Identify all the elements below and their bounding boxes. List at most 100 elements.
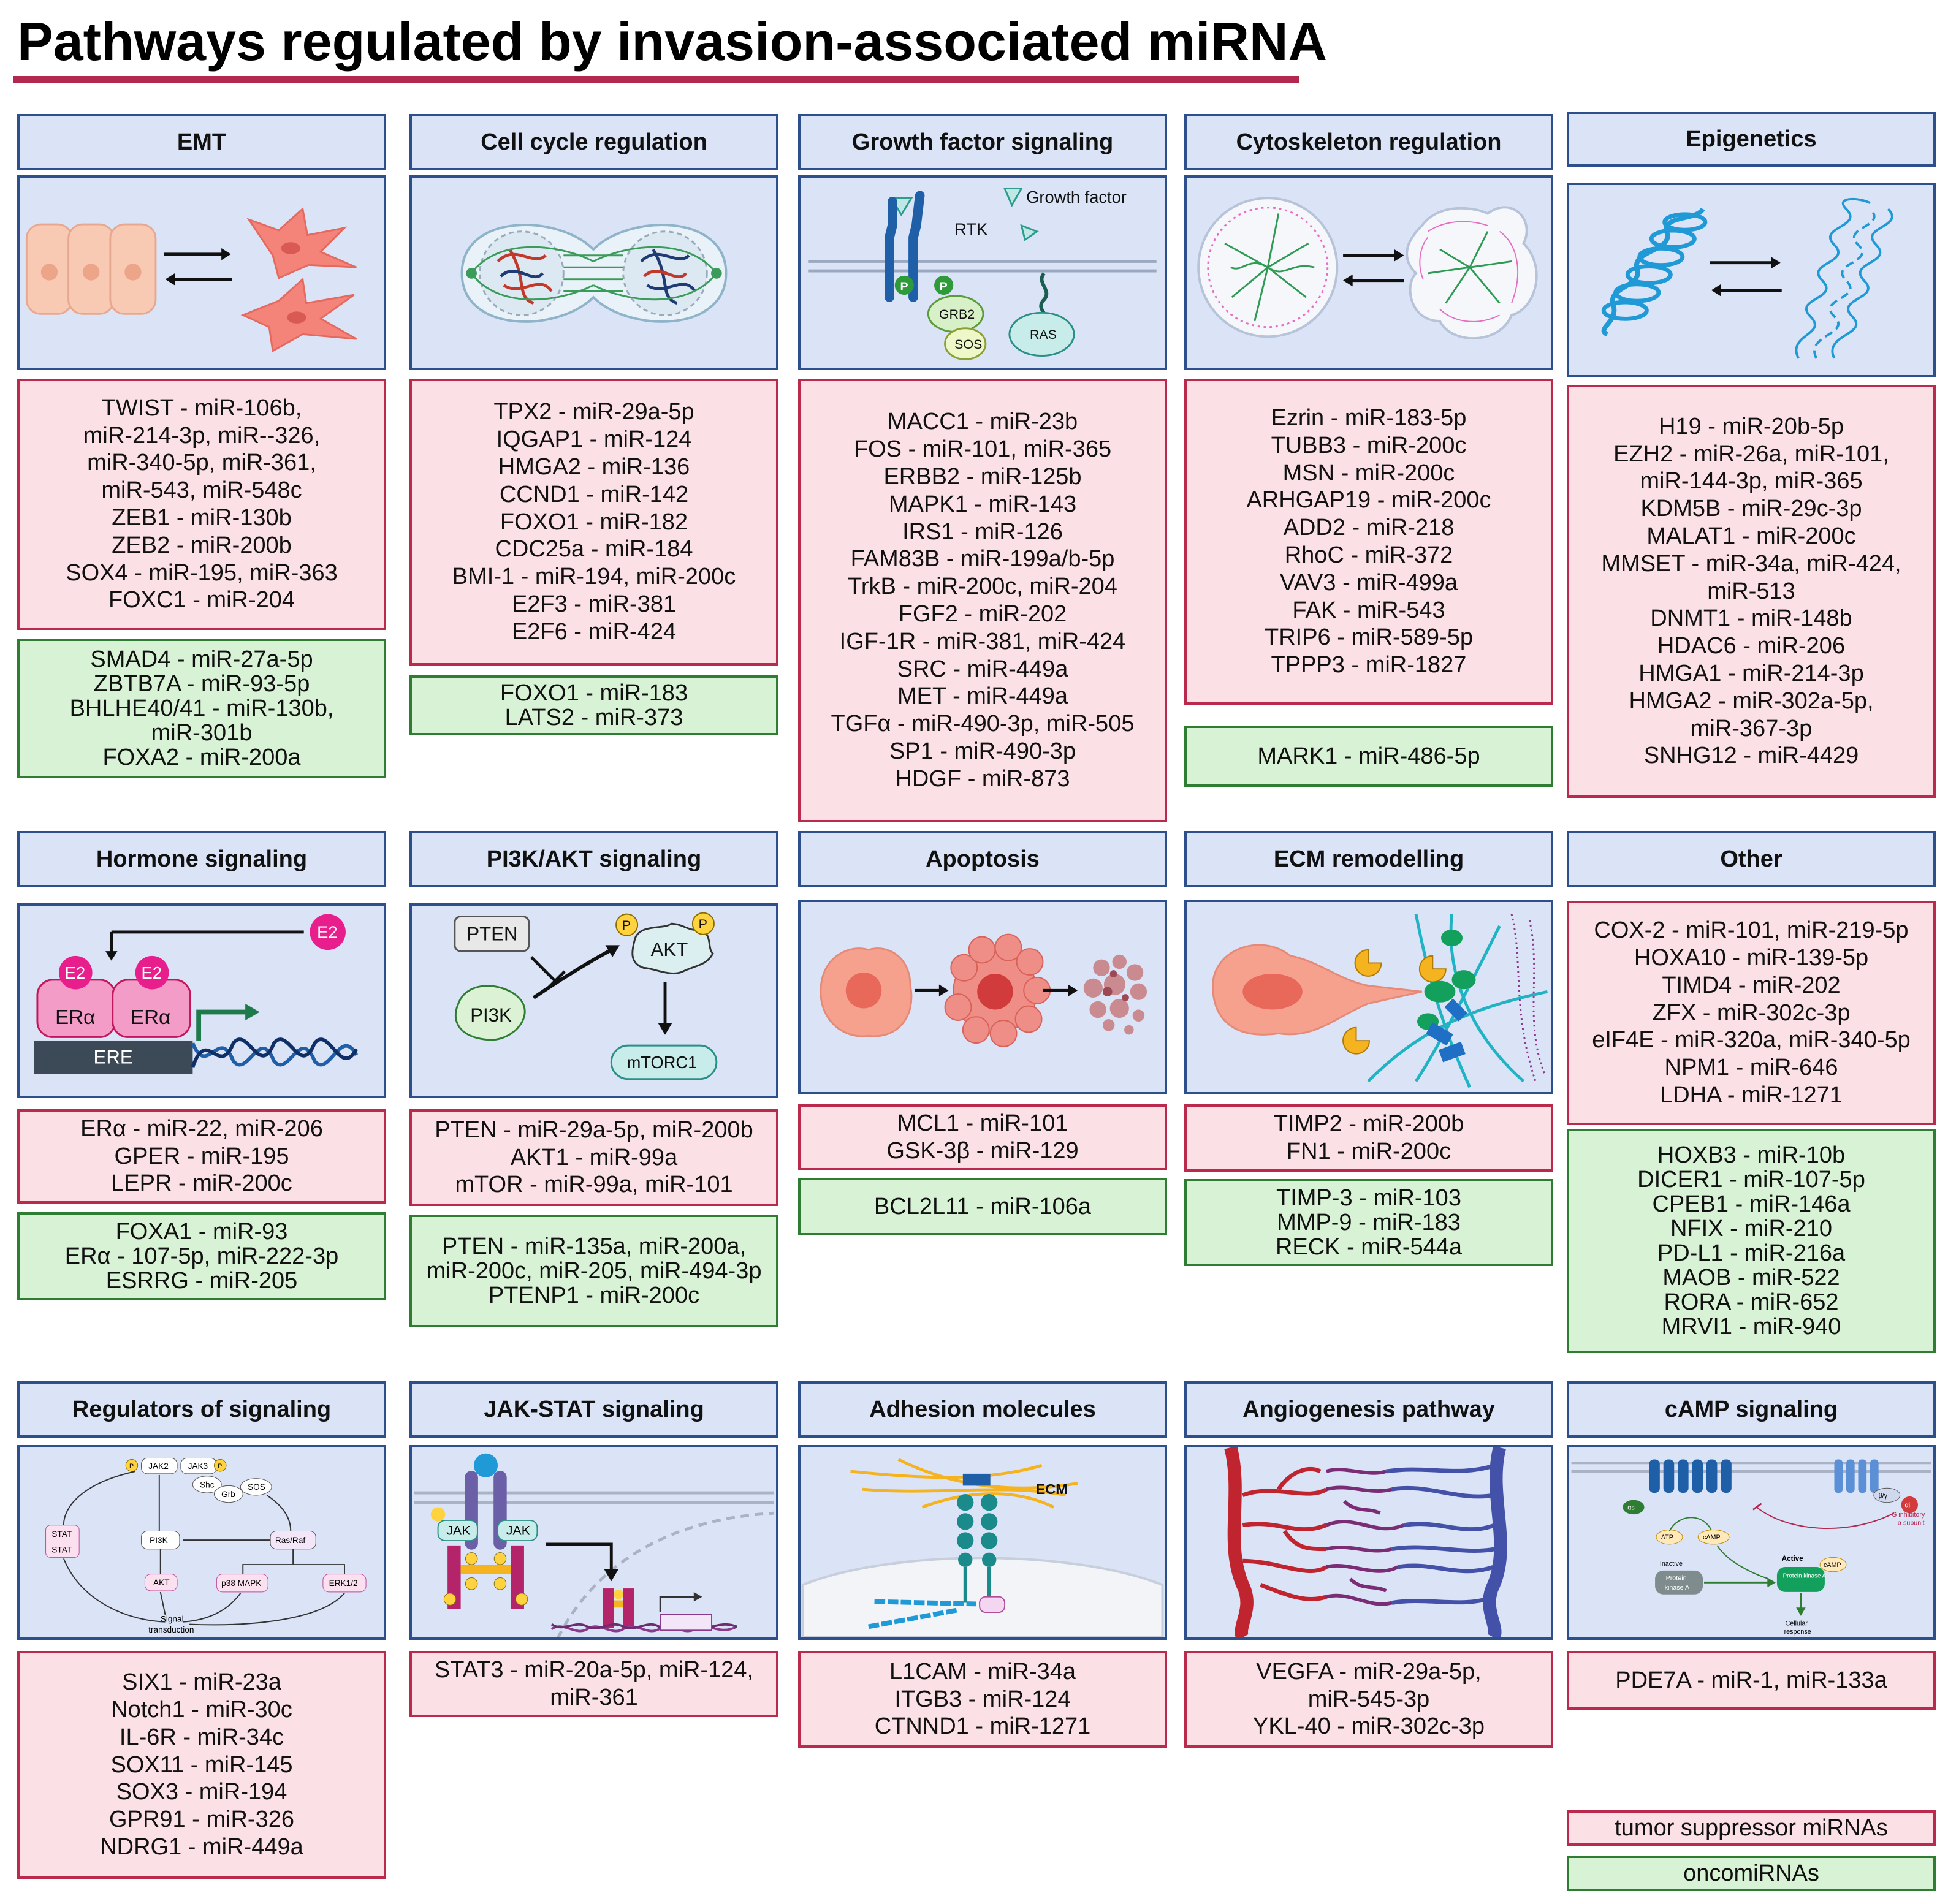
transduction-label: transduction bbox=[148, 1625, 194, 1634]
tumor-suppressor-entry: SP1 - miR-490-3p bbox=[889, 738, 1076, 764]
tumor-suppressor-entry: VAV3 - miR-499a bbox=[1279, 569, 1458, 596]
grb-label: Grb bbox=[221, 1490, 235, 1499]
phospho-label: P bbox=[699, 917, 707, 931]
panel-header: ECM remodelling bbox=[1184, 831, 1553, 887]
tumor-suppressor-entry: Ezrin - miR-183-5p bbox=[1271, 405, 1467, 431]
angiogenesis-figure bbox=[1184, 1445, 1553, 1640]
hormone-figure: E2 E2 E2 ERα ERα ERE bbox=[17, 903, 386, 1098]
tumor-suppressor-entry: MAPK1 - miR-143 bbox=[888, 491, 1077, 517]
grb2-label: GRB2 bbox=[939, 307, 975, 322]
active-label: Active bbox=[1782, 1555, 1804, 1563]
tumor-suppressor-entry: MMSET - miR-34a, miR-424, bbox=[1601, 550, 1901, 577]
alpha-subunit-label: α subunit bbox=[1898, 1520, 1925, 1527]
oncomir-list: MARK1 - miR-486-5p bbox=[1184, 726, 1553, 787]
tumor-suppressor-entry: miR-543, miR-548c bbox=[101, 477, 302, 504]
pi3k-label: PI3K bbox=[470, 1004, 512, 1026]
tumor-suppressor-entry: miR-513 bbox=[1707, 578, 1795, 604]
phospho-label: P bbox=[940, 280, 948, 294]
rtk-label: RTK bbox=[954, 220, 987, 239]
kinase-a-label: kinase A bbox=[1665, 1584, 1690, 1591]
tumor-suppressor-entry: miR-340-5p, miR-361, bbox=[87, 450, 316, 476]
panel-header: Cytoskeleton regulation bbox=[1184, 114, 1553, 170]
tumor-suppressor-entry: TWIST - miR-106b, bbox=[101, 395, 302, 421]
ere-label: ERE bbox=[94, 1046, 133, 1068]
alpha-i-label: αi bbox=[1905, 1501, 1911, 1509]
e2-label: E2 bbox=[317, 923, 337, 942]
panel-header: Cell cycle regulation bbox=[409, 114, 778, 170]
shc-label: Shc bbox=[200, 1480, 215, 1489]
tumor-suppressor-entry: miR-361 bbox=[550, 1685, 638, 1710]
tumor-suppressor-entry: miR-367-3p bbox=[1690, 715, 1813, 741]
panel-header: JAK-STAT signaling bbox=[409, 1381, 778, 1438]
tumor-suppressor-entry: ZFX - miR-302c-3p bbox=[1652, 999, 1851, 1026]
oncomir-entry: DICER1 - miR-107-5p bbox=[1637, 1167, 1865, 1193]
tumor-suppressor-entry: eIF4E - miR-320a, miR-340-5p bbox=[1592, 1027, 1911, 1053]
tumor-suppressor-entry: IRS1 - miR-126 bbox=[902, 518, 1063, 545]
ecm-label: ECM bbox=[1036, 1481, 1068, 1497]
oncomir-list: BCL2L11 - miR-106a bbox=[798, 1178, 1167, 1235]
oncomir-entry: ESRRG - miR-205 bbox=[105, 1268, 298, 1294]
pi3k-akt-pathway-illustration: PTEN PI3K AKT P P mTORC1 bbox=[454, 912, 718, 1080]
tumor-suppressor-entry: ZEB1 - miR-130b bbox=[112, 505, 292, 531]
legend-tumor-suppressor: tumor suppressor miRNAs bbox=[1567, 1810, 1936, 1846]
panel-header: EMT bbox=[17, 114, 386, 170]
sos-label: SOS bbox=[954, 337, 982, 352]
tumor-suppressor-entry: TGFα - miR-490-3p, miR-505 bbox=[831, 711, 1135, 737]
ras-label: RAS bbox=[1030, 327, 1057, 342]
tumor-suppressor-list: TWIST - miR-106b,miR-214-3p, miR--326,mi… bbox=[17, 379, 386, 630]
e2-label: E2 bbox=[142, 963, 162, 982]
tumor-suppressor-entry: HDAC6 - miR-206 bbox=[1657, 633, 1846, 659]
cell-adhesion-illustration: ECM bbox=[801, 1458, 1164, 1637]
jak-label: JAK bbox=[446, 1523, 471, 1538]
oncomir-entry: PTENP1 - miR-200c bbox=[488, 1283, 700, 1308]
cytoskeleton-rearrangement-illustration bbox=[1197, 197, 1538, 339]
growth-factor-figure: RTK Growth factor P P GRB2 SOS RAS bbox=[798, 175, 1167, 370]
tumor-suppressor-entry: FOXO1 - miR-182 bbox=[500, 509, 688, 535]
tumor-suppressor-entry: NDRG1 - miR-449a bbox=[100, 1834, 303, 1860]
panel-header: Apoptosis bbox=[798, 831, 1167, 887]
tumor-suppressor-entry: ADD2 - miR-218 bbox=[1283, 515, 1455, 541]
jak-stat-pathway-illustration: JAK JAK bbox=[414, 1453, 774, 1637]
tumor-suppressor-entry: IQGAP1 - miR-124 bbox=[496, 427, 692, 453]
tumor-suppressor-entry: DNMT1 - miR-148b bbox=[1650, 605, 1852, 632]
tumor-suppressor-entry: TrkB - miR-200c, miR-204 bbox=[848, 574, 1117, 600]
oncomir-entry: BHLHE40/41 - miR-130b, bbox=[69, 696, 334, 721]
oncomir-entry: ERα - 107-5p, miR-222-3p bbox=[64, 1243, 339, 1269]
mitosis-illustration bbox=[460, 224, 728, 323]
er-alpha-label: ERα bbox=[131, 1006, 170, 1029]
tumor-suppressor-entry: TIMD4 - miR-202 bbox=[1662, 972, 1841, 998]
tumor-suppressor-entry: GPR91 - miR-326 bbox=[109, 1807, 294, 1833]
mtorc1-label: mTORC1 bbox=[627, 1053, 698, 1072]
sos-label: SOS bbox=[248, 1482, 265, 1492]
tumor-suppressor-entry: STAT3 - miR-20a-5p, miR-124, bbox=[434, 1657, 754, 1683]
panel-header: Growth factor signaling bbox=[798, 114, 1167, 170]
panel-header: cAMP signaling bbox=[1567, 1381, 1936, 1438]
jak-stat-figure: JAK JAK bbox=[409, 1445, 778, 1640]
cell-cycle-figure bbox=[409, 175, 778, 370]
camp-label: cAMP bbox=[1824, 1561, 1841, 1569]
tumor-suppressor-entry: ZEB2 - miR-200b bbox=[112, 532, 292, 558]
tumor-suppressor-entry: SOX11 - miR-145 bbox=[110, 1751, 293, 1778]
e2-label: E2 bbox=[65, 963, 85, 982]
chromatin-remodeling-illustration bbox=[1601, 197, 1893, 359]
pi3k-akt-figure: PTEN PI3K AKT P P mTORC1 bbox=[409, 903, 778, 1098]
cellular-label: Cellular bbox=[1786, 1620, 1808, 1628]
estrogen-receptor-illustration: E2 E2 E2 ERα ERα ERE bbox=[34, 914, 359, 1074]
tumor-suppressor-entry: ERBB2 - miR-125b bbox=[883, 464, 1082, 490]
akt-label: AKT bbox=[153, 1578, 170, 1587]
tumor-suppressor-entry: GSK-3β - miR-129 bbox=[886, 1138, 1079, 1164]
signaling-network-illustration: P JAK2 JAK3 P Shc Grb SOS STAT STAT PI3K… bbox=[45, 1458, 367, 1634]
oncomir-list: PTEN - miR-135a, miR-200a,miR-200c, miR-… bbox=[409, 1215, 778, 1327]
tumor-suppressor-entry: FN1 - miR-200c bbox=[1286, 1139, 1451, 1164]
oncomir-entry: ZBTB7A - miR-93-5p bbox=[93, 671, 310, 697]
title-underline bbox=[13, 76, 1299, 83]
ras-raf-label: Ras/Raf bbox=[275, 1536, 305, 1545]
tumor-suppressor-entry: HMGA2 - miR-136 bbox=[498, 454, 690, 480]
panel-header: PI3K/AKT signaling bbox=[409, 831, 778, 887]
